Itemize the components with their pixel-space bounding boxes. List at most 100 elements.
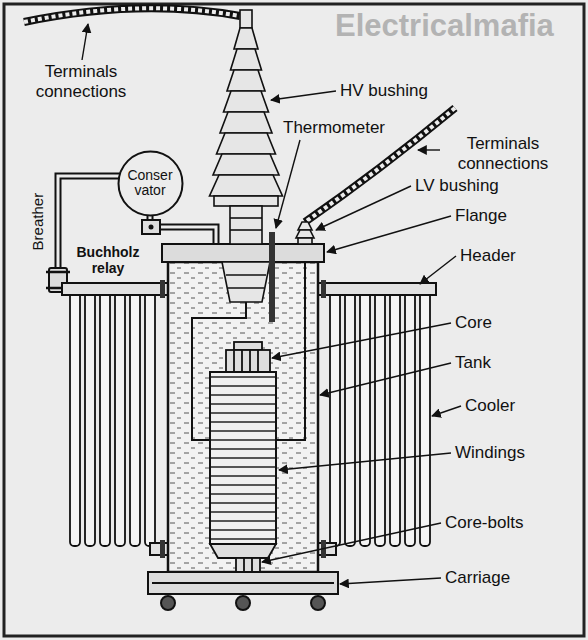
lv-bushing <box>298 222 312 230</box>
radiator <box>330 292 340 546</box>
leader-line <box>418 149 440 150</box>
conservator-tank: Conser vator <box>117 150 184 217</box>
buchholz-relay-symbol <box>142 220 160 234</box>
tank-lid <box>162 244 324 262</box>
hv-bushing <box>230 229 262 231</box>
part-label: Terminals connections <box>22 62 140 101</box>
radiator <box>115 292 125 546</box>
core-bolts <box>210 544 276 558</box>
hv-bushing <box>217 133 276 154</box>
carriage <box>161 596 175 610</box>
oil-pipe <box>160 227 216 244</box>
radiator <box>70 292 80 546</box>
leader-line <box>82 24 88 60</box>
part-label: Tank <box>455 353 491 373</box>
leader-line <box>82 24 461 584</box>
leader-line <box>432 406 461 416</box>
carriage <box>148 572 338 610</box>
leader-line <box>327 216 451 252</box>
radiator <box>100 292 110 546</box>
lv-bushing <box>296 222 314 244</box>
header-pipe <box>150 543 168 555</box>
part-label: Breather <box>29 193 46 251</box>
part-label: Cooler <box>465 396 515 416</box>
part-label: Carriage <box>445 568 510 588</box>
core-bolts <box>251 558 253 572</box>
carriage <box>152 582 334 584</box>
leader-line <box>271 91 336 100</box>
part-label: Thermometer <box>283 118 385 138</box>
hv-bushing <box>226 274 266 276</box>
carriage <box>311 596 325 610</box>
radiator <box>345 292 355 546</box>
oil-pipe <box>160 227 216 244</box>
leader-line <box>420 256 456 284</box>
leader-line <box>340 578 441 584</box>
hv-bushing <box>213 154 279 175</box>
leader-line <box>272 323 451 358</box>
pipe-flange <box>160 540 165 558</box>
leader-line <box>279 453 451 470</box>
part-label: Buchholz relay <box>70 244 146 276</box>
hv-bushing <box>230 206 262 244</box>
core-bolts <box>210 544 276 572</box>
hv-bushing <box>240 10 252 28</box>
radiator <box>360 292 370 546</box>
breather-symbol <box>46 271 70 274</box>
core-bolts <box>243 558 245 572</box>
hv-bushing <box>220 112 272 133</box>
hv-bushing <box>230 217 262 219</box>
carriage <box>236 596 250 610</box>
core <box>234 342 262 350</box>
lv-bushing <box>298 238 312 244</box>
pipe-flange <box>160 280 165 298</box>
hv-bushing <box>227 70 265 91</box>
radiator <box>420 292 430 546</box>
header-pipe <box>318 283 436 295</box>
leader-line <box>276 140 300 228</box>
pipe-flange <box>321 280 326 298</box>
core <box>241 350 243 372</box>
terminal-cable <box>24 8 240 22</box>
part-label: HV bushing <box>340 81 428 101</box>
hv-bushing <box>214 196 278 206</box>
carriage <box>148 572 338 594</box>
header-pipe <box>62 283 168 295</box>
hv-bushing <box>234 28 258 49</box>
hv-bushing <box>231 49 262 70</box>
core <box>226 342 270 372</box>
core <box>249 350 251 372</box>
core <box>257 350 259 372</box>
hv-bushing <box>224 91 269 112</box>
hv-bushing <box>210 175 283 196</box>
part-label: Flange <box>455 206 507 226</box>
leader-line <box>316 186 411 230</box>
frame <box>4 4 584 636</box>
core <box>233 350 235 372</box>
radiator <box>390 292 400 546</box>
conservator-outline <box>118 151 182 215</box>
thermometer <box>269 232 275 322</box>
buchholz-relay-symbol <box>149 225 154 230</box>
part-label: Core <box>455 313 492 333</box>
part-label: Terminals connections <box>444 134 562 173</box>
watermark: Electricalmafia <box>335 8 554 44</box>
part-label: Windings <box>455 443 525 463</box>
radiator <box>375 292 385 546</box>
lead-wire <box>277 262 305 440</box>
lv-bushing <box>296 230 314 238</box>
hv-bushing <box>228 287 264 289</box>
windings <box>210 372 276 544</box>
buchholz-relay-symbol <box>142 220 160 234</box>
radiator <box>130 292 140 546</box>
part-label: Header <box>460 246 516 266</box>
radiator <box>145 292 155 546</box>
leader-line <box>262 523 441 562</box>
radiator <box>85 292 95 546</box>
core-bolts <box>236 558 260 572</box>
core <box>226 350 270 372</box>
part-label: Core-bolts <box>445 513 523 533</box>
tank-body <box>168 262 318 572</box>
leader-line <box>320 363 451 395</box>
